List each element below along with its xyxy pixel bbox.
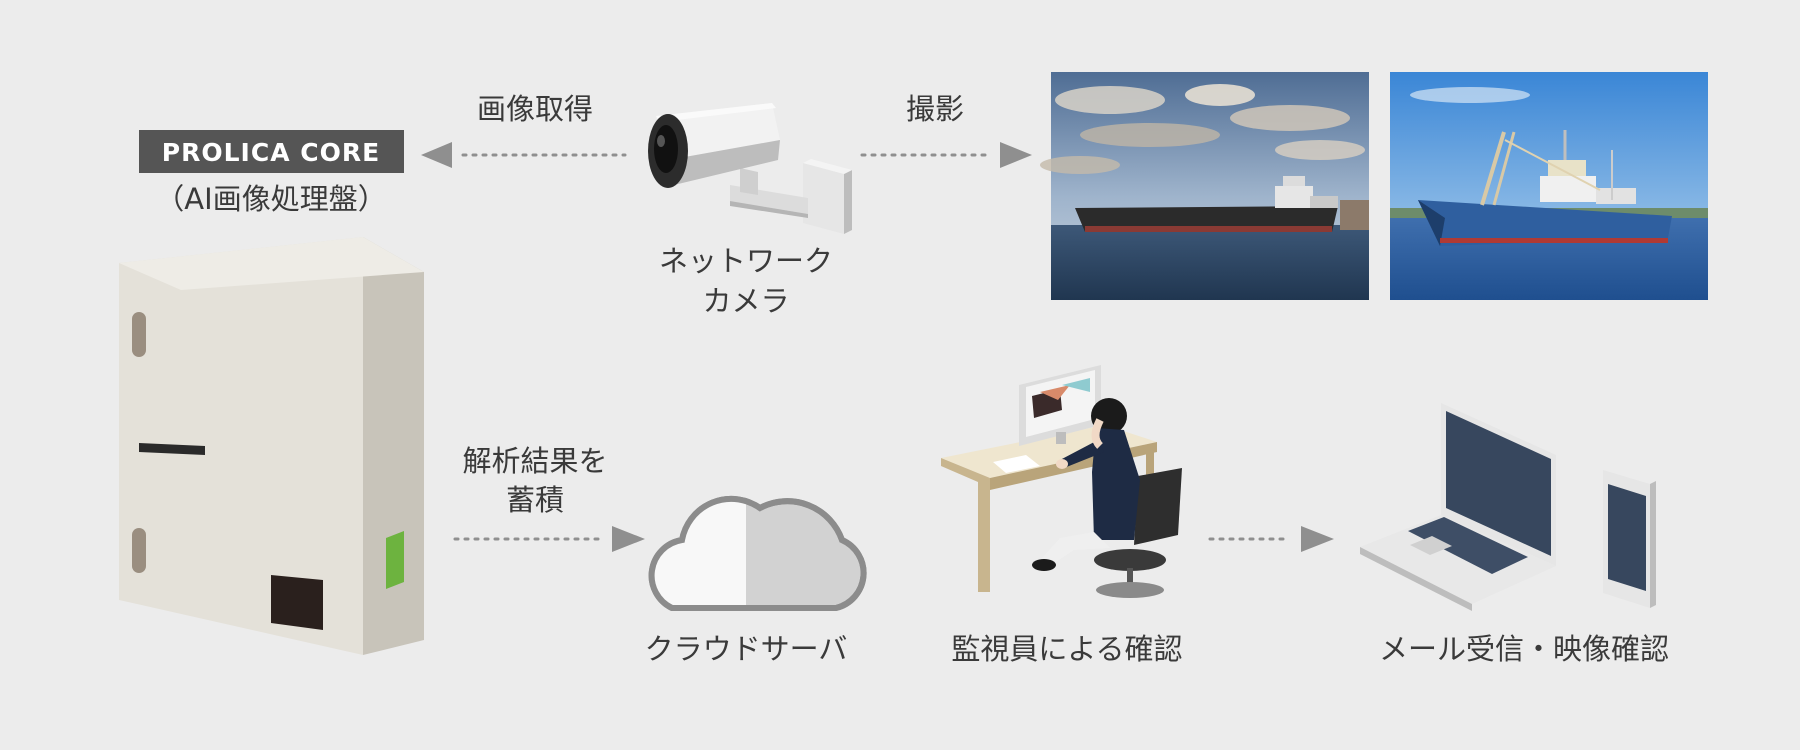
panel-green-led bbox=[386, 531, 404, 589]
shooting-label: 撮影 bbox=[906, 92, 964, 126]
arrow-head-right bbox=[1301, 526, 1334, 552]
tanker-ship-photo bbox=[1040, 72, 1369, 300]
panel-hinge-bottom bbox=[132, 528, 146, 573]
laptop-icon bbox=[1360, 403, 1556, 611]
arrow-head-right bbox=[612, 526, 645, 552]
arrow-to-devices bbox=[1208, 526, 1334, 552]
camera-label-line1: ネットワーク bbox=[659, 244, 833, 278]
prolica-core-subtitle: （AI画像処理盤） bbox=[155, 182, 386, 216]
store-results-label-line2: 蓄積 bbox=[506, 483, 564, 517]
image-capture-label: 画像取得 bbox=[477, 92, 593, 126]
operator-workstation-icon bbox=[941, 365, 1182, 598]
cloud-server-icon bbox=[648, 495, 867, 611]
arrow-head-left bbox=[421, 142, 452, 168]
panel-handle bbox=[139, 443, 205, 455]
store-results-label-line1: 解析結果を bbox=[462, 444, 607, 478]
camera-label-line2: カメラ bbox=[702, 284, 789, 318]
cloud-server-label: クラウドサーバ bbox=[645, 632, 848, 666]
control-panel-icon bbox=[119, 237, 424, 655]
operator-check-label: 監視員による確認 bbox=[951, 632, 1182, 666]
fishing-vessel-photo bbox=[1390, 72, 1708, 300]
panel-window bbox=[271, 575, 323, 630]
panel-hinge-top bbox=[132, 312, 146, 357]
arrow-to-cloud bbox=[453, 526, 645, 552]
arrow-head-right bbox=[1000, 142, 1032, 168]
smartphone-icon bbox=[1603, 470, 1656, 608]
mail-and-video-check-label: メール受信・映像確認 bbox=[1379, 632, 1669, 666]
prolica-core-badge: PROLICA CORE bbox=[139, 130, 404, 173]
prolica-core-badge-label: PROLICA CORE bbox=[162, 138, 380, 167]
network-camera-icon bbox=[648, 103, 852, 234]
arrow-to-core bbox=[421, 142, 627, 168]
arrow-to-photos bbox=[860, 142, 1032, 168]
